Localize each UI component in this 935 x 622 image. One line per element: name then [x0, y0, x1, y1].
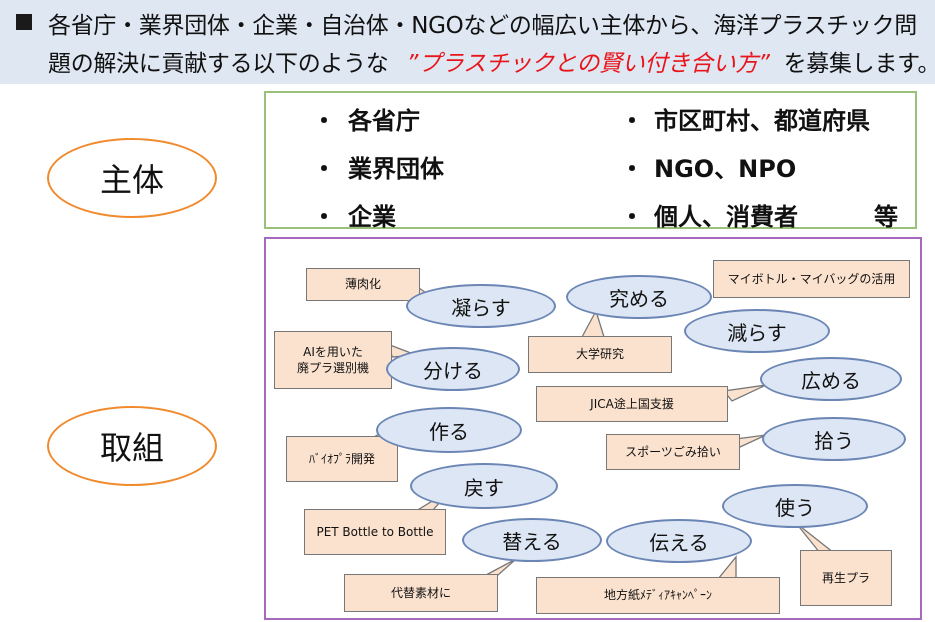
example-box: スポーツごみ拾い — [606, 434, 740, 470]
header-banner: 各省庁・業界団体・企業・自治体・NGOなどの幅広い主体から、海洋プラスチック問 … — [0, 0, 935, 84]
verb-oval: 使う — [722, 484, 868, 528]
subject-item: ・企業 — [312, 203, 396, 231]
example-box: マイボトル・マイバッグの活用 — [713, 260, 910, 298]
subjects-box: ・各省庁 ・業界団体 ・企業 ・市区町村、都道府県 ・NGO、NPO ・個人、消… — [264, 91, 917, 231]
action-oval: 取組 — [47, 406, 217, 486]
header-line-2-pre: 題の解決に貢献する以下のような — [48, 51, 389, 77]
callout-tail — [485, 558, 517, 576]
callout-tail — [716, 555, 737, 580]
verb-oval: 伝える — [606, 519, 752, 563]
subject-item: ・市区町村、都道府県 — [620, 107, 870, 135]
header-line-2: 題の解決に貢献する以下のような ”プラスチックとの賢い付き合い方” を募集します。 — [48, 44, 935, 78]
header-line-1: 各省庁・業界団体・企業・自治体・NGOなどの幅広い主体から、海洋プラスチック問 — [48, 13, 917, 39]
verb-oval: 凝らす — [406, 284, 556, 328]
example-box: 薄肉化 — [306, 268, 420, 301]
action-label: 取組 — [99, 429, 164, 467]
callout-tail — [722, 384, 767, 402]
actions-box: 薄肉化 マイボトル・マイバッグの活用 大学研究 AIを用いた 廃プラ選別機 JI… — [264, 237, 922, 620]
square-bullet-icon — [16, 14, 32, 30]
header-highlight: ”プラスチックとの賢い付き合い方” — [406, 51, 770, 77]
example-box: AIを用いた 廃プラ選別機 — [274, 331, 392, 389]
example-box: ﾊﾞｲｵﾌﾟﾗ開発 — [286, 436, 398, 482]
subject-item: ・業界団体 — [312, 155, 444, 183]
verb-oval: 究める — [566, 275, 712, 319]
verb-oval: 減らす — [684, 309, 830, 353]
verb-oval: 広める — [760, 357, 902, 401]
header-line-2-post: を募集します。 — [783, 51, 935, 77]
example-box: 代替素材に — [344, 574, 498, 612]
subject-label: 主体 — [99, 161, 164, 199]
subject-item: ・NGO、NPO — [620, 155, 797, 183]
subject-etc: 等 — [874, 203, 898, 231]
verb-oval: 拾う — [762, 417, 906, 461]
verb-oval: 戻す — [410, 463, 558, 509]
example-box: PET Bottle to Bottle — [304, 509, 446, 555]
subject-item: ・各省庁 — [312, 107, 420, 135]
subject-item: ・個人、消費者 — [620, 203, 798, 231]
subject-oval: 主体 — [47, 138, 217, 218]
example-box: 地方紙ﾒﾃﾞｨｱｷｬﾝﾍﾟｰﾝ — [536, 577, 780, 614]
verb-oval: 分ける — [386, 347, 520, 391]
example-box: JICA途上国支援 — [536, 386, 728, 422]
verb-oval: 作る — [376, 407, 522, 453]
example-box: 再生プラ — [800, 550, 892, 606]
verb-oval: 替える — [462, 518, 602, 562]
example-box: 大学研究 — [528, 336, 672, 373]
